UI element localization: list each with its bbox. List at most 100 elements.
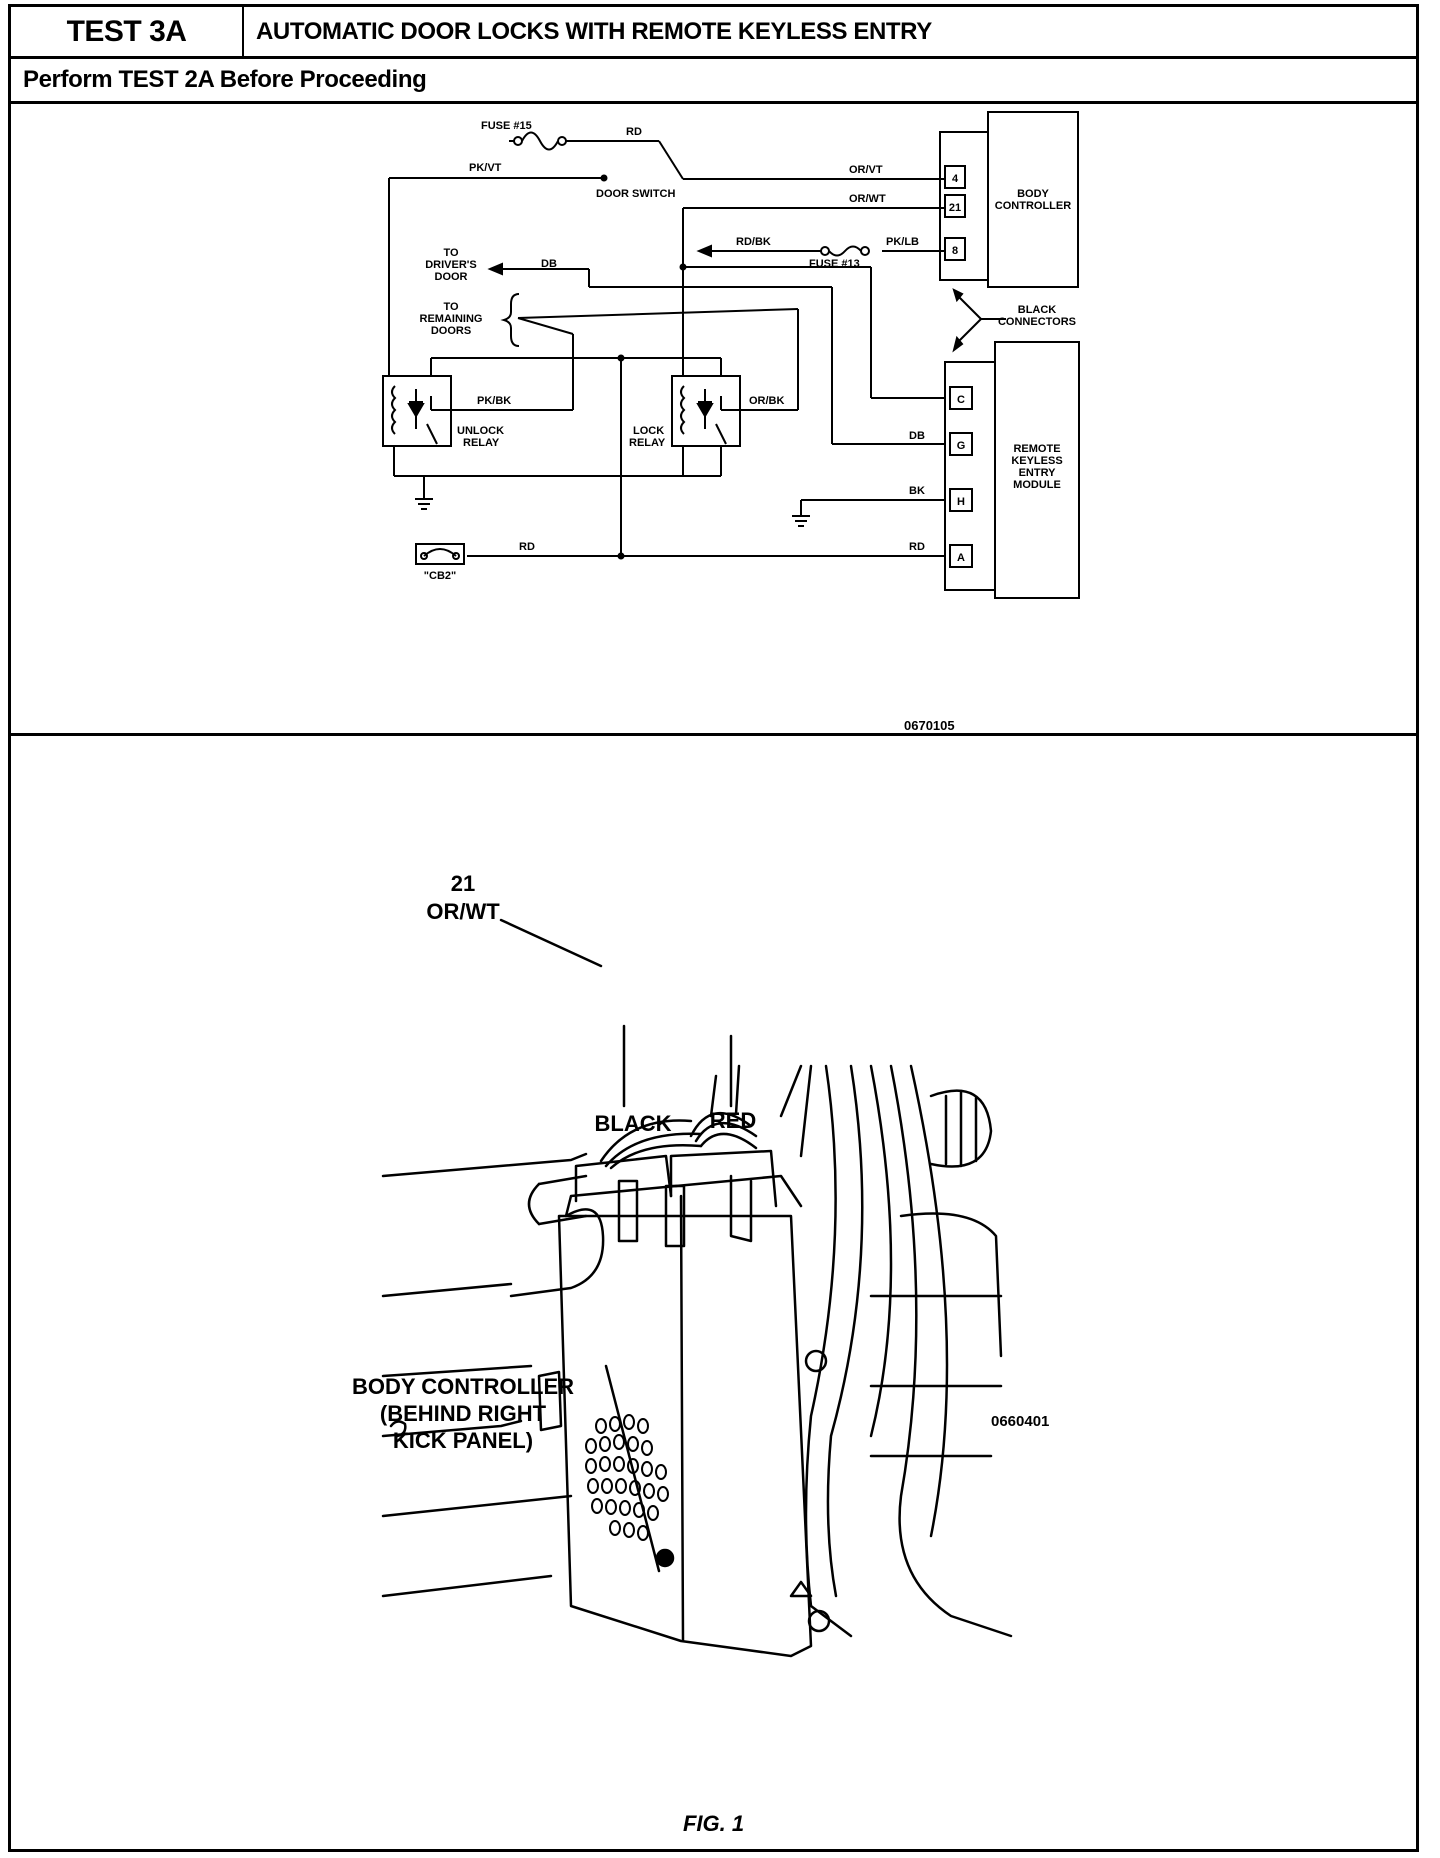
indicator-dot xyxy=(655,1548,675,1568)
wire-label-rdbk: RD/BK xyxy=(736,236,771,248)
black-connector-arrow-down xyxy=(955,318,982,345)
rke-label-3: ENTRY xyxy=(1019,467,1057,479)
body-controller-label-2: CONTROLLER xyxy=(995,200,1071,212)
to-remaining-doors-2: REMAINING xyxy=(420,313,483,325)
wire-label-rd-top: RD xyxy=(626,126,642,138)
body-controller-callout-2: (BEHIND RIGHT xyxy=(380,1401,547,1426)
kick-panel-bracket xyxy=(804,1064,853,1638)
vent-holes xyxy=(585,1414,669,1541)
bc-pin-21-label: 21 xyxy=(949,202,961,214)
corrugated-conduit xyxy=(929,1089,993,1168)
body-controller-box xyxy=(987,111,1079,288)
wire-label-orvt: OR/VT xyxy=(849,164,883,176)
wire-label-orbk: OR/BK xyxy=(749,395,785,407)
lock-relay-label-2: RELAY xyxy=(629,437,666,449)
schematic-figure-code: 0670105 xyxy=(904,718,955,733)
callout-pin-21: 21 xyxy=(451,871,475,896)
black-connector-arrow-up xyxy=(955,293,982,320)
wire-label-orwt: OR/WT xyxy=(849,193,886,205)
to-drivers-door-3: DOOR xyxy=(435,271,468,283)
lock-relay-coil xyxy=(680,385,686,435)
mark-triangle xyxy=(789,1580,813,1598)
remaining-doors-brace xyxy=(500,293,520,347)
unlock-relay-label-2: RELAY xyxy=(463,437,500,449)
body-controller-label-1: BODY xyxy=(1017,188,1049,200)
wire-label-db-top: DB xyxy=(541,258,557,270)
test-title: AUTOMATIC DOOR LOCKS WITH REMOTE KEYLESS… xyxy=(256,17,932,45)
body-controller-illustration: 21 OR/WT BLACK RED BODY CONTROLLER (BEHI… xyxy=(352,871,1049,1658)
wiring-schematic: FUSE #15 RD PK/VT DOOR SWITCH OR/VT OR/W… xyxy=(382,111,1080,733)
unlock-relay-coil xyxy=(391,385,397,435)
callout-orwt: OR/WT xyxy=(426,899,500,924)
wire-label-rd-left: RD xyxy=(519,541,535,553)
dash-panel-edge xyxy=(381,1152,588,1178)
wire-bundle-red xyxy=(689,1111,753,1138)
rke-pin-c-label: C xyxy=(957,394,965,406)
wire-label-rd-right: RD xyxy=(909,541,925,553)
mounting-bolt-lower xyxy=(807,1609,831,1633)
rke-pin-h-label: H xyxy=(957,496,965,508)
wire-label-db-bottom: DB xyxy=(909,430,925,442)
black-connectors-label-2: CONNECTORS xyxy=(998,316,1076,328)
test-sheet: TEST 3A AUTOMATIC DOOR LOCKS WITH REMOTE… xyxy=(8,4,1419,1852)
cb2-breaker-icon xyxy=(415,543,465,565)
to-remaining-doors-3: DOORS xyxy=(431,325,471,337)
black-connectors-label-1: BLACK xyxy=(1018,304,1057,316)
rke-label-4: MODULE xyxy=(1013,479,1061,491)
figure-label: FIG. 1 xyxy=(682,1811,745,1836)
to-drivers-door-1: TO xyxy=(443,247,459,259)
header-bar: TEST 3A AUTOMATIC DOOR LOCKS WITH REMOTE… xyxy=(11,7,1416,59)
body-controller-callout-1: BODY CONTROLLER xyxy=(352,1374,574,1399)
arrow-drivers-door xyxy=(487,262,503,276)
rke-pin-h xyxy=(949,488,973,512)
bc-pin-4-label: 4 xyxy=(952,173,959,185)
illustration-figure-code: 0660401 xyxy=(991,1413,1049,1430)
wire-bundle-black xyxy=(599,1119,693,1163)
prerequisite-note: Perform TEST 2A Before Proceeding xyxy=(11,59,1416,104)
wire-label-pklb: PK/LB xyxy=(886,236,919,248)
fuse15-label: FUSE #15 xyxy=(481,120,532,132)
wire-label-pkvt: PK/VT xyxy=(469,162,502,174)
rke-label-2: KEYLESS xyxy=(1011,455,1062,467)
fuse13-icon xyxy=(828,245,862,257)
test-id: TEST 3A xyxy=(11,7,244,56)
lock-relay-label-1: LOCK xyxy=(633,425,664,437)
to-drivers-door-2: DRIVER'S xyxy=(425,259,477,271)
rke-pin-a-label: A xyxy=(957,552,965,564)
black-connector-latch xyxy=(617,1179,639,1243)
label-black: BLACK xyxy=(595,1111,672,1136)
rke-connector xyxy=(944,361,996,591)
label-red: RED xyxy=(710,1108,756,1133)
wire-label-bk: BK xyxy=(909,485,925,497)
bc-pin-21 xyxy=(944,194,966,218)
rke-pin-g xyxy=(949,432,973,456)
rke-module-box xyxy=(994,341,1080,599)
cb2-label: "CB2" xyxy=(424,570,456,582)
bc-pin-8-label: 8 xyxy=(952,245,958,257)
body-controller-illustration-panel: 21 OR/WT BLACK RED BODY CONTROLLER (BEHI… xyxy=(11,736,1416,1849)
rke-pin-c xyxy=(949,386,973,410)
arrow-left-rdbk xyxy=(696,244,712,258)
body-controller-callout-3: KICK PANEL) xyxy=(393,1428,533,1453)
bc-pin-4 xyxy=(944,165,966,189)
unlock-relay-label-1: UNLOCK xyxy=(457,425,504,437)
rke-pin-g-label: G xyxy=(957,440,966,452)
rke-label-1: REMOTE xyxy=(1013,443,1060,455)
to-remaining-doors-1: TO xyxy=(443,301,459,313)
clip-icon xyxy=(389,1420,407,1438)
door-switch-blade xyxy=(658,140,684,180)
wire-label-pkbk: PK/BK xyxy=(477,395,511,407)
door-switch-contact xyxy=(600,174,608,182)
leader-orwt xyxy=(499,918,603,968)
mounting-bolt-upper xyxy=(804,1349,828,1373)
fuse13-label: FUSE #13 xyxy=(809,258,860,270)
bc-pin-8 xyxy=(944,237,966,261)
wiring-schematic-panel: FUSE #15 RD PK/VT DOOR SWITCH OR/VT OR/W… xyxy=(11,104,1416,736)
leader-body-controller xyxy=(604,1364,661,1573)
red-connector-latch xyxy=(664,1184,686,1248)
door-switch-label: DOOR SWITCH xyxy=(596,188,675,200)
rke-pin-a xyxy=(949,544,973,568)
mount-clip xyxy=(537,1370,563,1432)
fuse15-left-terminal xyxy=(513,136,523,146)
fuse15-icon xyxy=(521,131,559,151)
